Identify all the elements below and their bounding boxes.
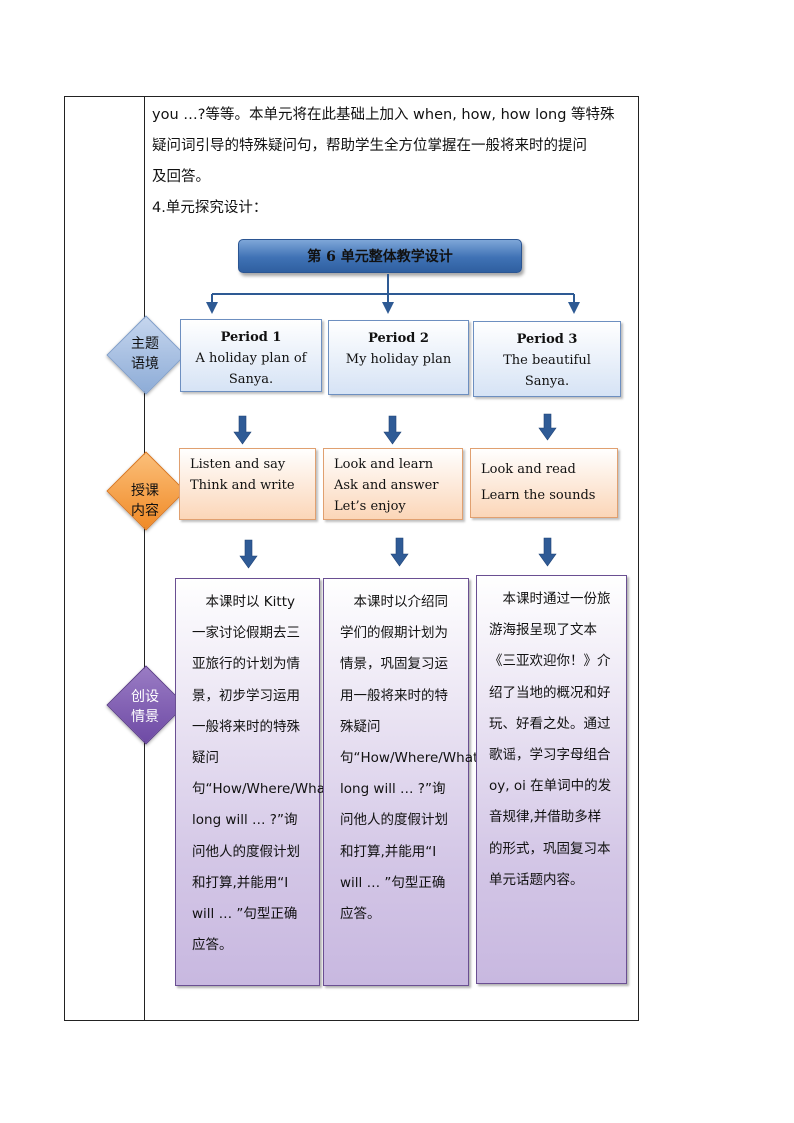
period-box-3: Period 3 The beautiful Sanya. [473,321,621,397]
intro-line: you …?等等。本单元将在此基础上加入 when, how, how long… [152,107,615,123]
context-box-3: 本课时通过一份旅游海报呈现了文本《三亚欢迎你！》介绍了当地的概况和好玩、好看之处… [476,575,627,984]
lesson-box-3: Look and read Learn the sounds [470,448,618,518]
table-frame [64,96,639,1021]
period-topic: The beautiful Sanya. [503,353,591,389]
lesson-box-2: Look and learn Ask and answer Let’s enjo… [323,448,463,520]
intro-line: 及回答。 [152,169,210,185]
theme-label: 主题 语境 [131,336,159,372]
section-heading: 4.单元探究设计： [152,200,268,216]
down-arrow-icon [538,537,557,567]
down-arrow-icon [390,537,409,567]
down-arrow-icon [383,415,402,445]
diagram-title-text: 第 6 单元整体教学设计 [307,249,453,265]
period-name: Period 1 [220,330,282,345]
lesson-box-1: Listen and say Think and write [179,448,316,520]
lessons-label: 授课 内容 [131,483,159,519]
period-topic: A holiday plan of Sanya. [195,351,307,387]
diagram-title: 第 6 单元整体教学设计 [238,239,522,273]
table-column-divider [144,96,145,1021]
period-box-2: Period 2 My holiday plan [328,320,469,395]
down-arrow-icon [239,539,258,569]
intro-line: 疑问词引导的特殊疑问句，帮助学生全方位掌握在一般将来时的提问 [152,138,587,154]
context-box-1: 本课时以 Kitty 一家讨论假期去三亚旅行的计划为情景，初步学习运用一般将来时… [175,578,364,986]
down-arrow-icon [233,415,252,445]
period-name: Period 3 [516,332,578,347]
down-arrow-icon [538,413,557,441]
period-topic: My holiday plan [345,352,452,367]
context-box-2: 本课时以介绍同学们的假期计划为情景，巩固复习运用一般将来时的特殊疑问句“How/… [323,578,512,986]
period-name: Period 2 [368,331,429,346]
period-box-1: Period 1 A holiday plan of Sanya. [180,319,322,392]
contexts-label: 创设 情景 [131,689,159,725]
intro-text: you …?等等。本单元将在此基础上加入 when, how, how long… [152,100,634,224]
